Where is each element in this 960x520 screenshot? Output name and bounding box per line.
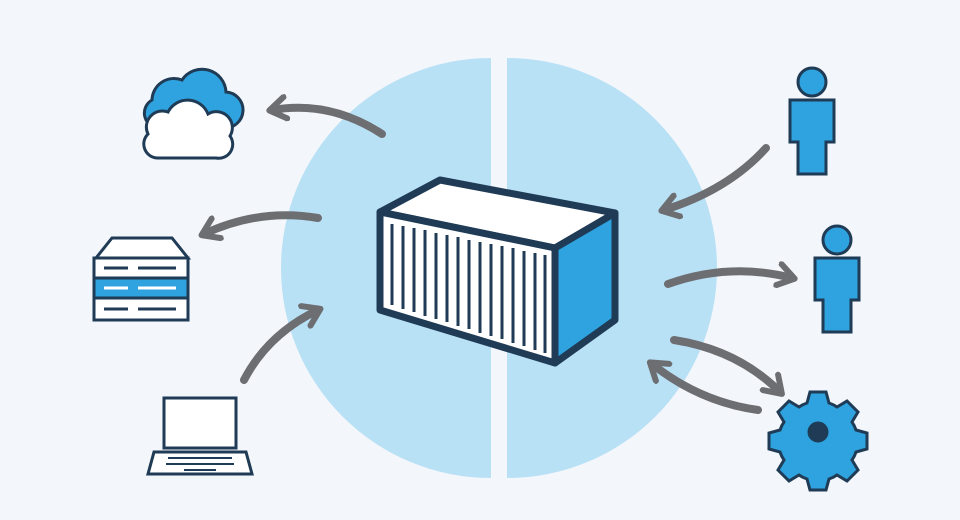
- arrow-laptop-to-container: [240, 310, 318, 384]
- server-icon: [92, 236, 192, 322]
- arrow-container-to-cloud: [272, 108, 386, 138]
- arrow-container-to-gear: [670, 336, 780, 392]
- arrow-container-to-server: [204, 211, 322, 234]
- user-icon: [788, 66, 836, 176]
- arrow-gear-to-container: [652, 364, 762, 414]
- user-icon: [813, 224, 861, 334]
- container-side: [551, 209, 619, 367]
- container-icon: [376, 176, 619, 367]
- gear-icon: [767, 390, 869, 492]
- laptop-icon: [146, 396, 254, 476]
- arrows: [204, 108, 792, 414]
- cloud-icon: [142, 67, 245, 160]
- container-ribs: [390, 224, 547, 353]
- arrow-user1-to-container: [664, 144, 770, 210]
- arrow-container-to-user2: [664, 271, 792, 284]
